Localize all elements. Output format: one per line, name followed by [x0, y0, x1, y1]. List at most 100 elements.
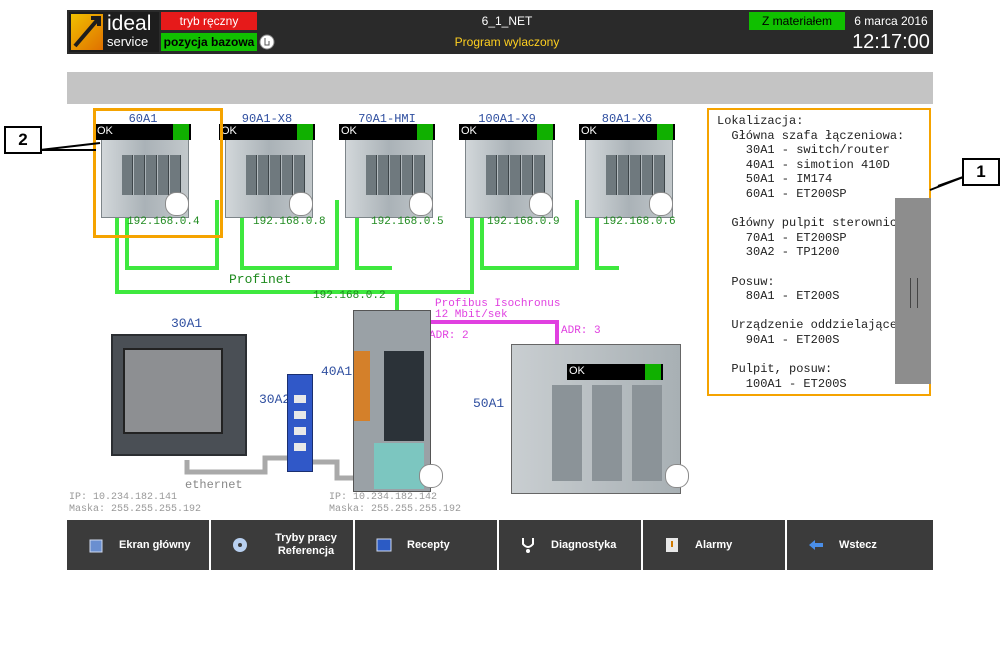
nav-alarms-button[interactable]: Alarmy	[643, 520, 787, 570]
info-line: Urządzenie oddzielające	[717, 318, 898, 333]
nav-recipes-button[interactable]: Recepty	[355, 520, 499, 570]
hand-pointer-icon[interactable]	[259, 34, 275, 50]
check-icon	[417, 124, 433, 140]
info-line: 80A1 - ET200S	[717, 289, 840, 304]
module-100a1[interactable]: 100A1-X9 OK	[459, 112, 555, 218]
hand-pointer-icon[interactable]	[529, 192, 553, 216]
status-text: OK	[569, 365, 585, 377]
status-bar: OK	[459, 124, 555, 140]
info-line: 100A1 - ET200S	[717, 376, 847, 391]
status-bar: OK	[339, 124, 435, 140]
hmi-mask: Maska: 255.255.255.192	[69, 504, 202, 515]
info-line: Posuw:	[717, 274, 775, 289]
alarm-icon	[666, 538, 678, 552]
info-line: 40A1 - simotion 410D	[717, 157, 890, 172]
status-text: OK	[221, 125, 237, 137]
module-body	[101, 126, 189, 218]
info-line: Pulpit, posuw:	[717, 362, 833, 377]
hand-pointer-icon[interactable]	[649, 192, 673, 216]
module-70a1[interactable]: 70A1-HMI OK	[339, 112, 435, 218]
toolbar-band	[67, 72, 933, 104]
nav-home-button[interactable]: Ekran główny	[67, 520, 211, 570]
button-label: Wstecz	[839, 538, 877, 551]
hand-pointer-icon[interactable]	[289, 192, 313, 216]
hand-pointer-icon[interactable]	[409, 192, 433, 216]
network-switch[interactable]	[287, 374, 313, 472]
status-text: OK	[97, 125, 113, 137]
ip-label: 192.168.0.5	[371, 216, 444, 228]
position-indicator[interactable]: pozycja bazowa	[161, 33, 257, 51]
profinet-label: Profinet	[229, 272, 292, 287]
status-bar: OK	[579, 124, 675, 140]
cpu-mask: Maska: 255.255.255.192	[329, 504, 462, 515]
button-label: Diagnostyka	[551, 538, 617, 551]
module-title: 90A1-X8	[241, 112, 293, 126]
material-indicator[interactable]: Z materiałem	[749, 12, 845, 30]
switch-label: 30A2	[259, 392, 291, 407]
module-body	[345, 126, 433, 218]
check-icon	[645, 364, 661, 380]
nav-back-button[interactable]: Wstecz	[787, 520, 933, 570]
check-icon	[537, 124, 553, 140]
check-icon	[173, 124, 189, 140]
ethernet-label: ethernet	[185, 478, 243, 492]
scrollbar[interactable]	[895, 198, 931, 384]
button-label: Recepty	[407, 538, 450, 551]
module-90a1[interactable]: 90A1-X8 OK	[219, 112, 315, 218]
project-name: 6_1_NET	[481, 14, 533, 28]
stethoscope-icon	[522, 538, 534, 553]
cpu-label: 40A1	[321, 364, 353, 379]
date-display: 6 marca 2016	[854, 14, 928, 28]
module-60a1[interactable]: 60A1 OK	[95, 112, 191, 218]
button-label: Tryby pracy Referencja	[275, 532, 337, 557]
module-title: 100A1-X9	[478, 112, 536, 126]
info-line: 30A2 - TP1200	[717, 245, 840, 260]
mode-indicator[interactable]: tryb ręczny	[161, 12, 257, 30]
status-bar: OK	[95, 124, 191, 140]
simotion-cpu[interactable]	[353, 310, 431, 492]
hand-pointer-icon[interactable]	[165, 192, 189, 216]
hmi-screen: ideal service tryb ręczny pozycja bazowa…	[67, 10, 933, 570]
location-info-panel: Lokalizacja: Główna szafa łączeniowa: 30…	[707, 108, 931, 396]
hmi-panel[interactable]	[111, 334, 247, 456]
cpu-ip: IP: 10.234.182.142	[329, 492, 438, 503]
info-line: 50A1 - IM174	[717, 172, 833, 187]
ip-label: 192.168.0.4	[127, 216, 200, 228]
hmi-label: 30A1	[171, 316, 203, 331]
adr-40a1: ADR: 2	[429, 330, 469, 342]
ip-label: 192.168.0.9	[487, 216, 560, 228]
logo-word-ideal: ideal	[107, 12, 152, 35]
recipe-icon	[376, 538, 392, 552]
button-label: Alarmy	[695, 538, 733, 551]
im-label: 50A1	[473, 396, 505, 411]
main-ip-label: 192.168.0.2	[313, 290, 386, 302]
profibus-label: Profibus Isochronus	[435, 298, 561, 310]
info-line: Główny pulpit sterowniczy	[717, 216, 912, 231]
info-line: Główna szafa łączeniowa:	[717, 128, 905, 143]
nav-diagnostics-button[interactable]: Diagnostyka	[499, 520, 643, 570]
info-line: 70A1 - ET200SP	[717, 230, 847, 245]
check-icon	[657, 124, 673, 140]
status-text: OK	[341, 125, 357, 137]
module-highlight	[93, 108, 223, 238]
hand-pointer-icon[interactable]	[665, 464, 689, 488]
module-80a1[interactable]: 80A1-X6 OK	[579, 112, 675, 218]
home-icon	[89, 539, 103, 553]
callout-2: 2	[4, 126, 42, 154]
status-bar: OK	[219, 124, 315, 140]
hand-pointer-icon[interactable]	[419, 464, 443, 488]
im-status-bar: OK	[567, 364, 663, 380]
button-label: Ekran główny	[119, 538, 191, 551]
nav-modes-button[interactable]: Tryby pracy Referencja	[211, 520, 355, 570]
callout-1: 1	[962, 158, 1000, 186]
clock-display: 12:17:00	[852, 31, 930, 53]
info-line: 60A1 - ET200SP	[717, 187, 847, 201]
footer-nav: Ekran główny Tryby pracy Referencja Rece…	[67, 520, 933, 570]
ip-label: 192.168.0.8	[253, 216, 326, 228]
check-icon	[297, 124, 313, 140]
scroll-grip-icon[interactable]	[910, 278, 918, 308]
cd-icon	[233, 538, 247, 552]
logo-mark-icon	[71, 14, 103, 50]
module-title: 60A1	[128, 112, 158, 126]
